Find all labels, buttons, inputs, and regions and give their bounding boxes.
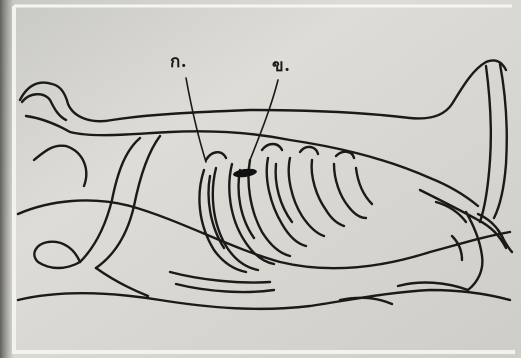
label-a: ก. [170,48,187,75]
label-b: ข. [272,52,291,79]
